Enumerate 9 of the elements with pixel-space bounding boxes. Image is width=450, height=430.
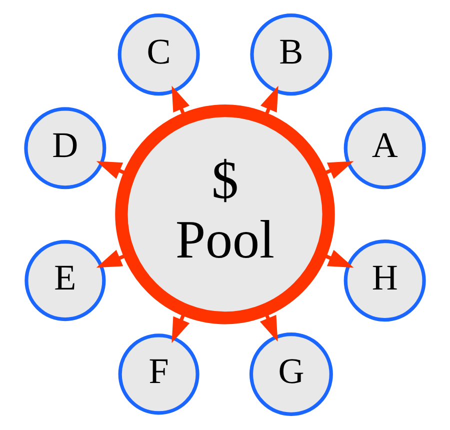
- node-circle: A: [344, 107, 426, 190]
- node-circle: H: [344, 240, 426, 322]
- node-circle: $ Pool: [115, 104, 335, 324]
- node-circle: G: [249, 332, 333, 416]
- node-circle: C: [118, 14, 200, 96]
- node-circle: F: [118, 334, 200, 415]
- node-circle: D: [24, 107, 106, 190]
- node-circle: B: [250, 14, 332, 96]
- node-circle: E: [24, 240, 106, 322]
